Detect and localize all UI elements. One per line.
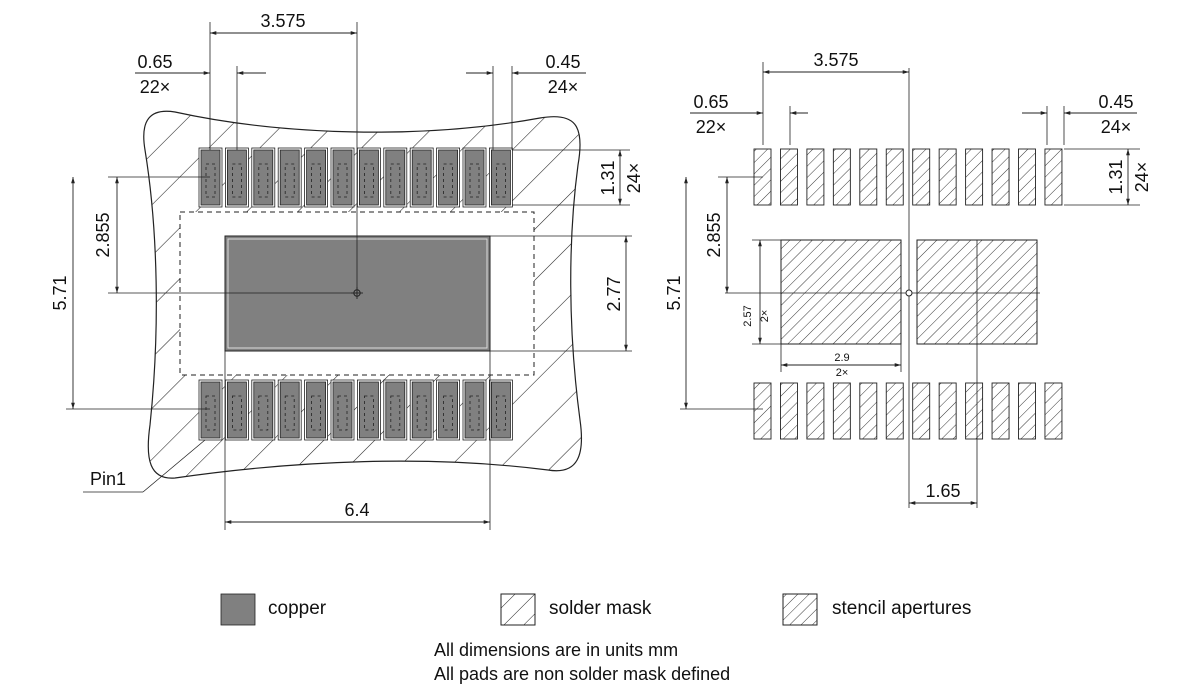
- stencil-pad-bottom: [753, 382, 772, 440]
- copper-pad-top: [277, 147, 302, 208]
- stencil-aperture-left: [780, 239, 902, 345]
- stencil-pad-bottom: [832, 382, 851, 440]
- st-dim-pad-length-count: 24×: [1132, 162, 1152, 193]
- copper-pad-top: [356, 147, 381, 208]
- stencil-pad-top: [832, 148, 851, 206]
- lp-dim-pitch-count: 22×: [140, 77, 171, 97]
- legend-copper-label: copper: [268, 598, 327, 619]
- lp-dim-pad-centers: 3.575: [260, 11, 305, 31]
- legend-solder-mask-label: solder mask: [549, 598, 652, 619]
- lp-dim-pad-length: 1.31: [598, 160, 618, 195]
- st-dim-aperture-offset: 1.65: [925, 481, 960, 501]
- copper-pad-top: [409, 147, 434, 208]
- copper-pad-top: [224, 147, 249, 208]
- copper-pad-top: [488, 147, 513, 208]
- copper-pad-bottom: [488, 379, 513, 441]
- stencil-pad-top: [780, 148, 798, 206]
- stencil-pad-top: [1044, 148, 1063, 206]
- copper-pad-bottom: [251, 379, 276, 441]
- stencil-pad-bottom: [859, 382, 878, 440]
- copper-pad-top: [304, 147, 329, 208]
- stencil-pad-top: [885, 148, 904, 206]
- stencil-pad-bottom: [885, 382, 904, 440]
- copper-pad-top: [198, 147, 223, 208]
- copper-pad-bottom: [330, 379, 355, 441]
- stencil-pad-bottom: [780, 382, 798, 440]
- copper-pad-top: [383, 147, 408, 208]
- st-dim-aperture-height: 2.57: [742, 305, 754, 326]
- copper-pad-bottom: [436, 379, 461, 441]
- lp-dim-epad-width: 6.4: [344, 500, 369, 520]
- stencil-top-row: [753, 148, 1063, 206]
- stencil-pad-bottom: [806, 382, 825, 440]
- copper-pad-bottom: [383, 379, 408, 441]
- st-dim-pad-width: 0.45: [1098, 92, 1133, 112]
- st-dim-pad-length: 1.31: [1106, 159, 1126, 194]
- copper-pad-top: [330, 147, 355, 208]
- stencil-view: 3.575 0.65 22× 0.45 24× 1.31 24× 2.855 5…: [664, 50, 1152, 508]
- legend-solder-mask-swatch: [500, 593, 536, 626]
- st-dim-pad-centers: 3.575: [813, 50, 858, 70]
- legend-stencil-swatch: [782, 593, 818, 626]
- pin1-label: Pin1: [90, 469, 126, 489]
- legend-copper-swatch: [220, 593, 256, 626]
- copper-pad-top: [436, 147, 461, 208]
- copper-pad-top: [462, 147, 487, 208]
- lp-dim-pad-length-count: 24×: [624, 163, 644, 194]
- st-dim-aperture-width-count: 2×: [836, 367, 849, 379]
- stencil-pad-bottom: [1044, 382, 1063, 440]
- lp-dim-half-span: 2.855: [93, 212, 113, 257]
- lp-dim-pitch: 0.65: [137, 52, 172, 72]
- copper-pad-bottom: [198, 379, 223, 441]
- stencil-pad-top: [912, 148, 931, 206]
- lp-dim-pad-width: 0.45: [545, 52, 580, 72]
- copper-pad-bottom: [224, 379, 249, 441]
- stencil-center-mark: [905, 289, 913, 297]
- stencil-pad-bottom: [912, 382, 931, 440]
- copper-pad-top: [251, 147, 276, 208]
- stencil-pad-top: [806, 148, 825, 206]
- stencil-pad-top: [965, 148, 984, 206]
- stencil-pad-top: [938, 148, 957, 206]
- land-pattern-view: 3.575 0.65 22× 0.45 24× 1.31 24× 2.77 2.…: [50, 11, 644, 530]
- legend-stencil-label: stencil apertures: [832, 598, 972, 619]
- copper-pad-bottom: [409, 379, 434, 441]
- exposed-pad: [224, 235, 491, 352]
- bottom-pad-row: [198, 379, 513, 441]
- stencil-pad-bottom: [1018, 382, 1036, 440]
- copper-pad-bottom: [304, 379, 329, 441]
- st-dim-pitch: 0.65: [693, 92, 728, 112]
- st-dim-aperture-height-count: 2×: [759, 310, 771, 323]
- stencil-pad-bottom: [965, 382, 984, 440]
- stencil-pad-top: [1018, 148, 1036, 206]
- top-pad-row: [198, 147, 513, 208]
- stencil-pad-bottom: [938, 382, 957, 440]
- st-dim-pad-width-count: 24×: [1101, 117, 1132, 137]
- copper-pad-bottom: [277, 379, 302, 441]
- st-dim-half-span: 2.855: [704, 212, 724, 257]
- lp-dim-pad-width-count: 24×: [548, 77, 579, 97]
- st-dim-span: 5.71: [664, 275, 684, 310]
- st-dim-pitch-count: 22×: [696, 117, 727, 137]
- lp-dim-span: 5.71: [50, 275, 70, 310]
- stencil-pad-top: [991, 148, 1010, 206]
- copper-pad-bottom: [462, 379, 487, 441]
- copper-pad-bottom: [356, 379, 381, 441]
- stencil-pad-bottom: [991, 382, 1010, 440]
- st-dim-aperture-width: 2.9: [834, 352, 849, 364]
- lp-dim-epad-height: 2.77: [604, 276, 624, 311]
- stencil-bottom-row: [753, 382, 1063, 440]
- stencil-pad-top: [859, 148, 878, 206]
- note-units: All dimensions are in units mm: [434, 640, 679, 660]
